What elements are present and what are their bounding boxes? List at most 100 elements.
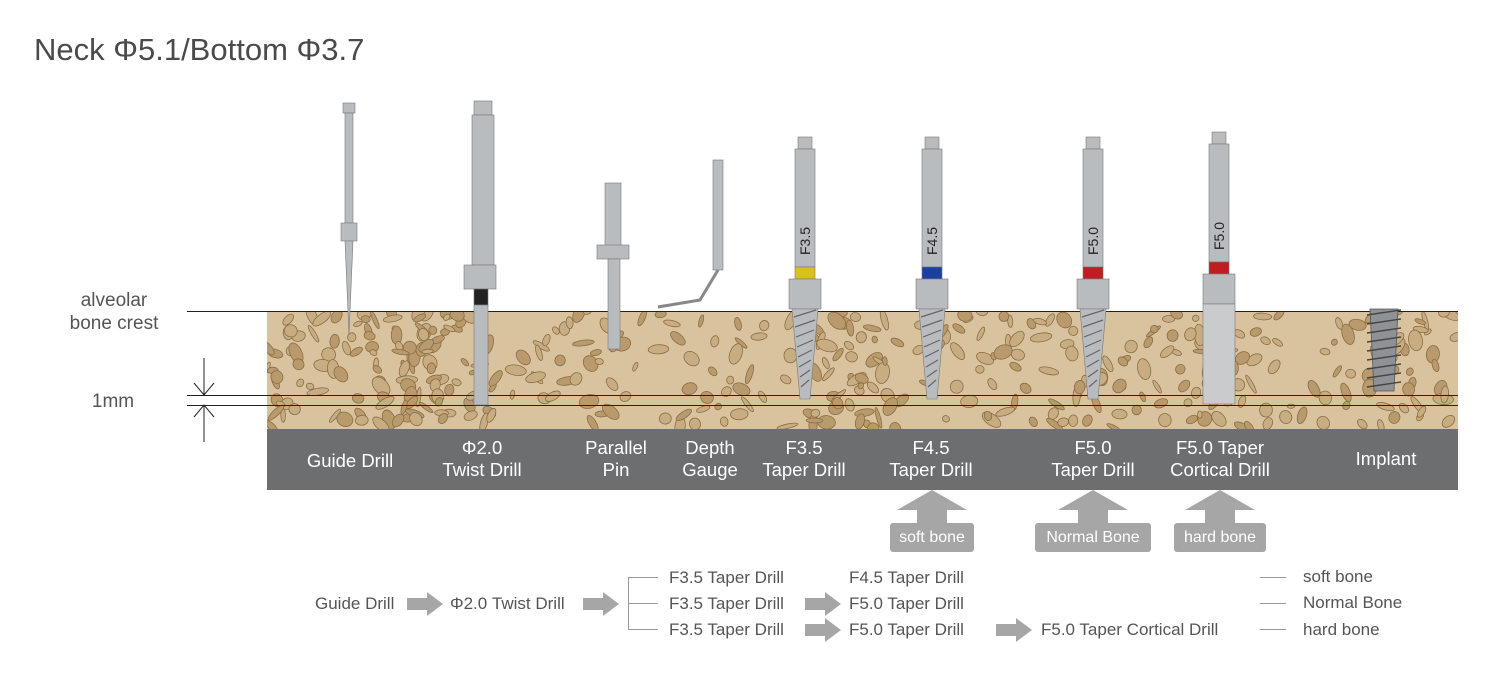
label-line: Pin (585, 459, 647, 481)
legend-line (1260, 577, 1286, 578)
label-line: Taper Drill (1051, 459, 1134, 481)
bone-pore (888, 421, 902, 429)
parallel-pin-flange (597, 245, 629, 259)
drill-engraving: F5.0 (1211, 222, 1227, 250)
drill-head (1086, 137, 1100, 149)
flow-arrow-icon (996, 618, 1032, 642)
flow-arrow-icon (805, 618, 841, 642)
flow-row1-step2: F4.5 Taper Drill (849, 568, 964, 588)
label-line: Φ2.0 (442, 437, 521, 459)
parallel-pin-top (605, 183, 621, 253)
twist-drill-collar (464, 265, 496, 289)
tag-soft-bone: soft bone (890, 523, 974, 552)
bone-pore (688, 417, 702, 429)
guide-drill-shank (345, 113, 353, 223)
twist-drill-head (474, 101, 492, 115)
guide-drill-tip (345, 241, 353, 335)
tag-hard-bone: hard bone (1174, 523, 1266, 552)
tools-illustration: F3.5 F4.5 F5.0 F5.0 (0, 95, 1500, 415)
depth-gauge-handle (713, 160, 723, 270)
flow-row2-step1: F3.5 Taper Drill (669, 594, 784, 614)
legend-line (1260, 603, 1286, 604)
bone-pore (942, 415, 951, 423)
bone-pore (776, 422, 798, 429)
flow-arrow-icon (407, 592, 443, 616)
bone-pore (1028, 416, 1040, 429)
drill-color-band (1209, 262, 1229, 274)
label-implant: Implant (1356, 448, 1417, 470)
label-line: Depth (682, 437, 738, 459)
drill-collar (1203, 274, 1235, 304)
label-line: F5.0 (1051, 437, 1134, 459)
drill-head (1212, 132, 1226, 144)
cortical-drill-body (1203, 304, 1235, 404)
label-line: Gauge (682, 459, 738, 481)
up-arrow-soft (897, 490, 967, 524)
legend-hard-bone: hard bone (1303, 620, 1380, 640)
label-twist-drill: Φ2.0 Twist Drill (442, 437, 521, 481)
legend-line (1260, 629, 1286, 630)
tag-normal-bone: Normal Bone (1035, 523, 1151, 552)
flow-row1-step1: F3.5 Taper Drill (669, 568, 784, 588)
label-line: F4.5 (889, 437, 972, 459)
label-f50-taper-drill: F5.0 Taper Drill (1051, 437, 1134, 481)
label-guide-drill: Guide Drill (307, 450, 393, 472)
label-line: F3.5 (762, 437, 845, 459)
label-line: Guide Drill (307, 450, 393, 472)
bone-pore (1106, 422, 1121, 429)
flow-row2-step2: F5.0 Taper Drill (849, 594, 964, 614)
flow-row3-step1: F3.5 Taper Drill (669, 620, 784, 640)
flow-guide-drill: Guide Drill (315, 594, 394, 614)
drill-color-band (1083, 267, 1103, 279)
drill-head (925, 137, 939, 149)
bone-pore (720, 416, 729, 427)
drill-collar (789, 279, 821, 309)
drill-engraving: F4.5 (924, 227, 940, 255)
up-arrow-hard (1185, 490, 1255, 524)
label-line: Cortical Drill (1170, 459, 1270, 481)
flow-arrow-icon (583, 592, 619, 616)
label-depth-gauge: Depth Gauge (682, 437, 738, 481)
flow-twist-drill: Φ2.0 Twist Drill (450, 594, 565, 614)
tool-label-bar: Guide Drill Φ2.0 Twist Drill Parallel Pi… (267, 429, 1458, 490)
label-line: Implant (1356, 448, 1417, 470)
label-parallel-pin: Parallel Pin (585, 437, 647, 481)
drill-engraving: F5.0 (1085, 227, 1101, 255)
drill-collar (1077, 279, 1109, 309)
drill-engraving: F3.5 (797, 227, 813, 255)
twist-drill-shank (472, 115, 494, 265)
page-title: Neck Φ5.1/Bottom Φ3.7 (34, 32, 364, 68)
label-f50-cortical-drill: F5.0 Taper Cortical Drill (1170, 437, 1270, 481)
flow-bracket-tick (628, 629, 658, 630)
up-arrow-normal (1058, 490, 1128, 524)
label-line: Taper Drill (762, 459, 845, 481)
label-f45-taper-drill: F4.5 Taper Drill (889, 437, 972, 481)
legend-normal-bone: Normal Bone (1303, 593, 1402, 613)
drill-color-band (922, 267, 942, 279)
bone-pore (1314, 414, 1332, 429)
bone-pore (1356, 417, 1369, 429)
flow-row3-step3: F5.0 Taper Cortical Drill (1041, 620, 1218, 640)
bone-pore (1068, 415, 1078, 427)
bone-pore (1185, 414, 1199, 426)
parallel-pin-body (608, 259, 620, 349)
twist-drill-body (474, 305, 488, 405)
flow-bracket-tick (628, 577, 658, 578)
label-line: F5.0 Taper (1170, 437, 1270, 459)
guide-drill-head (343, 103, 355, 113)
drill-color-band (795, 267, 815, 279)
label-line: Taper Drill (889, 459, 972, 481)
guide-drill-collar (341, 223, 357, 241)
bone-pore (1261, 416, 1274, 429)
drill-head (798, 137, 812, 149)
flow-row3-step2: F5.0 Taper Drill (849, 620, 964, 640)
legend-soft-bone: soft bone (1303, 567, 1373, 587)
twist-drill-band (474, 289, 488, 305)
bone-pore (1081, 413, 1094, 428)
bone-pore (1376, 419, 1385, 429)
flow-arrow-icon (805, 592, 841, 616)
label-line: Twist Drill (442, 459, 521, 481)
depth-gauge-probe (658, 270, 718, 307)
label-line: Parallel (585, 437, 647, 459)
label-f35-taper-drill: F3.5 Taper Drill (762, 437, 845, 481)
